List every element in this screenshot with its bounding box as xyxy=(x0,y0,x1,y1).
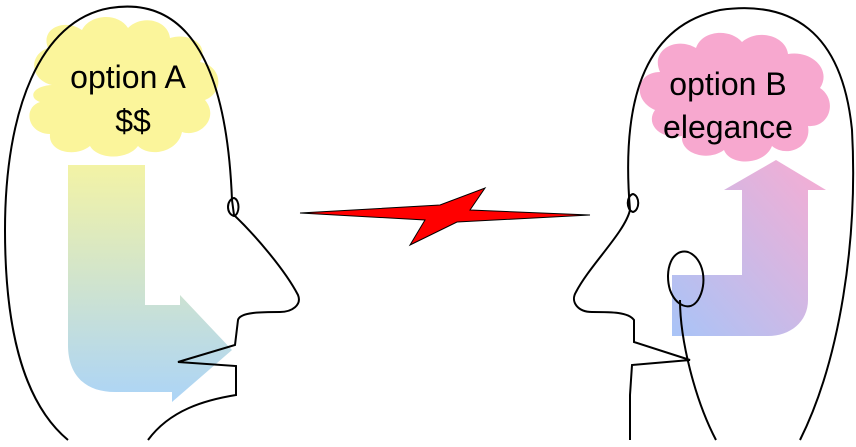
left-person: option A $$ xyxy=(5,7,299,440)
option-a-label: option A xyxy=(70,59,186,95)
option-b-label: option B xyxy=(669,66,786,102)
option-a-value: $$ xyxy=(115,103,151,139)
left-arrow xyxy=(68,165,232,402)
right-arrow xyxy=(672,160,826,336)
right-person: option B elegance xyxy=(574,8,853,440)
option-b-value: elegance xyxy=(663,109,793,145)
lightning-bolt xyxy=(300,188,590,245)
